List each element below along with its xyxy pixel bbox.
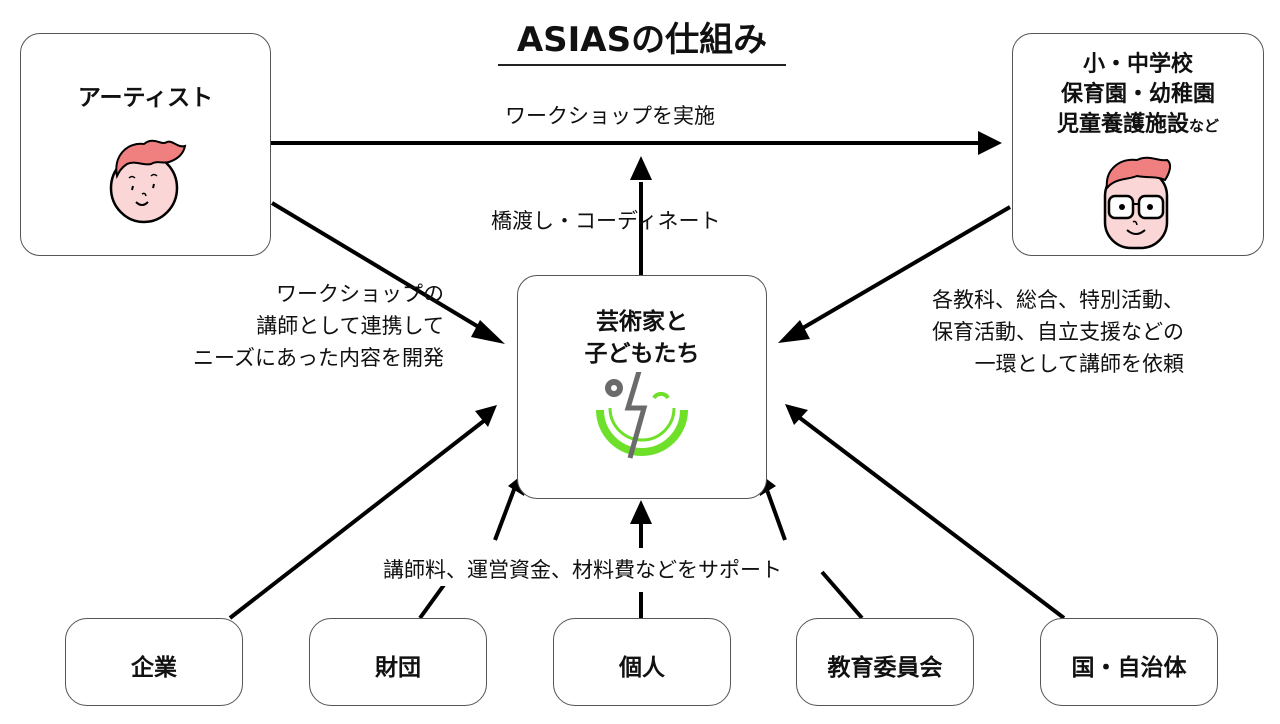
arrow-board-to-center-upper xyxy=(765,489,787,541)
arrowhead-company-to-center xyxy=(475,405,497,427)
center-node: 芸術家と 子どもたち xyxy=(517,275,767,499)
center-label-line-2: 子どもたち xyxy=(584,341,700,367)
center-label: 芸術家と 子どもたち xyxy=(518,306,766,370)
funder-education-board: 教育委員会 xyxy=(796,618,974,706)
arrow-schools-to-center xyxy=(794,205,1012,334)
arrowhead-center-to-top xyxy=(630,156,652,180)
edge-label-workshop: ワークショップを実施 xyxy=(505,104,715,128)
edge-label-artist-line-2: 講師として連携して xyxy=(256,314,444,338)
edge-label-schools-line-1: 各教科、総合、特別活動、 xyxy=(932,288,1184,312)
funder-company: 企業 xyxy=(65,618,243,706)
edge-label-artist-to-center: ワークショップの 講師として連携して ニーズにあった内容を開発 xyxy=(110,278,444,374)
schools-label-line-1: 小・中学校 xyxy=(1082,52,1193,77)
arrowhead-artist-to-schools xyxy=(978,131,1002,155)
arrowhead-individual-to-center xyxy=(630,500,652,524)
funder-individual: 個人 xyxy=(553,618,731,706)
edge-label-support: 講師料、運営資金、材料費などをサポート xyxy=(381,554,784,586)
arrowhead-artist-to-center xyxy=(471,320,505,344)
edge-label-coordinate: 橋渡し・コーディネート xyxy=(491,209,721,233)
arrow-artist-to-center xyxy=(270,201,489,334)
funder-government-label: 国・自治体 xyxy=(1071,655,1187,681)
schools-node: 小・中学校 保育園・幼稚園 児童養護施設など xyxy=(1012,33,1264,256)
arrow-board-to-center xyxy=(820,570,864,620)
funder-foundation: 財団 xyxy=(309,618,487,706)
arrow-government-to-center xyxy=(798,416,1066,620)
funder-education-board-label: 教育委員会 xyxy=(827,655,943,681)
center-label-line-1: 芸術家と xyxy=(596,309,688,335)
funder-individual-label: 個人 xyxy=(619,655,665,681)
schools-label-line-3: 児童養護施設など xyxy=(1013,110,1263,141)
arrowhead-schools-to-center xyxy=(778,320,810,343)
schools-label-line-3-main: 児童養護施設 xyxy=(1056,112,1189,137)
schools-label: 小・中学校 保育園・幼稚園 児童養護施設など xyxy=(1013,50,1263,141)
edge-label-schools-line-2: 保育活動、自立支援などの xyxy=(932,320,1184,344)
funder-foundation-label: 財団 xyxy=(375,655,421,681)
edge-label-schools-to-center: 各教科、総合、特別活動、 保育活動、自立支援などの 一環として講師を依頼 xyxy=(850,284,1184,380)
funder-government: 国・自治体 xyxy=(1040,618,1218,706)
asias-logo-icon xyxy=(596,372,688,459)
schools-label-line-2: 保育園・幼稚園 xyxy=(1060,82,1215,107)
artist-face-icon xyxy=(109,139,187,224)
arrow-foundation-to-center-upper xyxy=(493,486,517,541)
edge-label-artist-line-1: ワークショップの xyxy=(276,282,444,306)
schools-label-suffix: など xyxy=(1189,117,1220,135)
arrowhead-government-to-center xyxy=(785,404,808,425)
edge-label-schools-line-3: 一環として講師を依頼 xyxy=(974,352,1184,376)
title-underline xyxy=(498,64,786,66)
artist-node: アーティスト xyxy=(20,33,271,256)
edge-label-artist-line-3: ニーズにあった内容を開発 xyxy=(193,346,444,370)
artist-label: アーティスト xyxy=(77,85,214,111)
arrow-company-to-center xyxy=(228,418,487,620)
funder-company-label: 企業 xyxy=(131,655,177,681)
child-with-glasses-face-icon xyxy=(1103,156,1172,250)
diagram-title: ASIASの仕組み xyxy=(516,20,768,60)
